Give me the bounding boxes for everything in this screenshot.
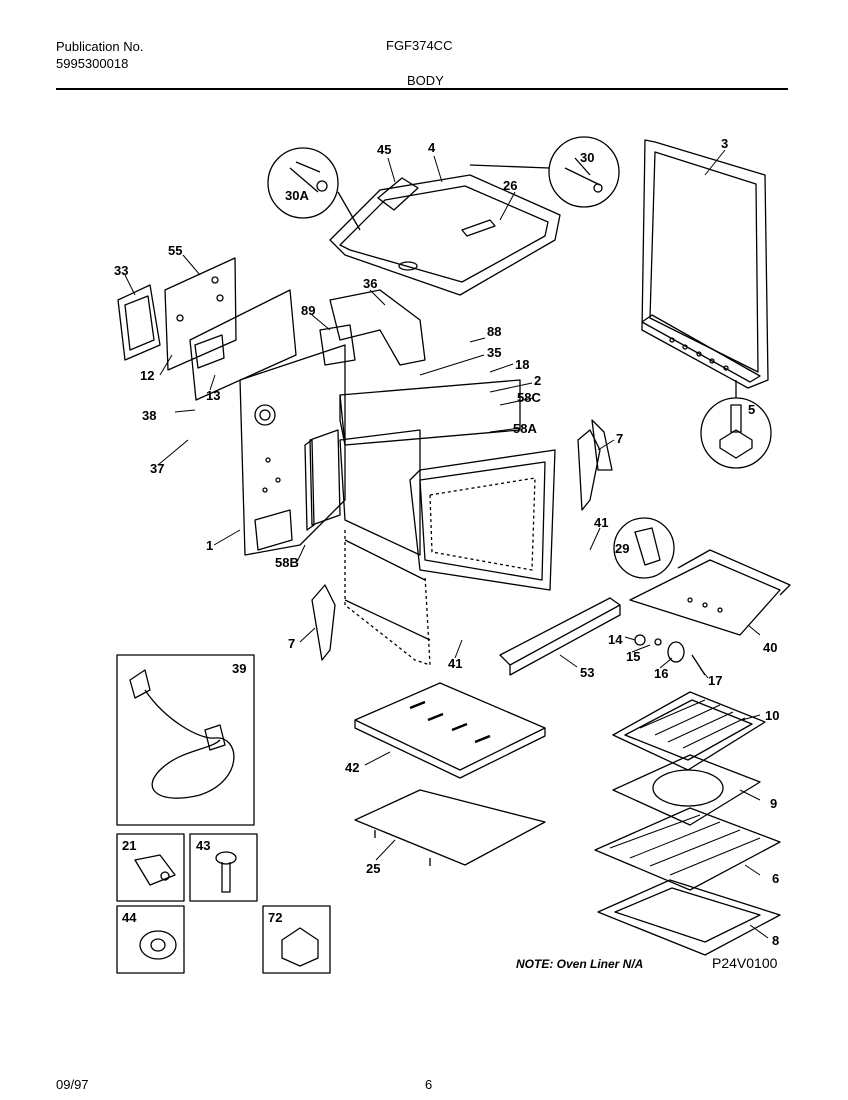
label-13: 13	[206, 388, 220, 403]
leader-lines	[124, 149, 769, 939]
label-21: 21	[122, 838, 136, 853]
label-14: 14	[608, 632, 623, 647]
callout-30	[469, 136, 620, 208]
label-41-lower: 41	[448, 656, 462, 671]
label-29: 29	[615, 541, 629, 556]
side-panel-part	[641, 139, 769, 389]
label-42: 42	[345, 760, 359, 775]
side-trim-part	[311, 419, 613, 661]
oven-liner-note: NOTE: Oven Liner N/A	[516, 957, 644, 971]
footer-date: 09/97	[56, 1077, 89, 1092]
label-5: 5	[748, 402, 755, 417]
callout-30a	[267, 147, 361, 231]
part-box-44	[116, 905, 185, 974]
label-2: 2	[534, 373, 541, 388]
publication-number: 5995300018	[56, 56, 129, 71]
callout-29	[613, 517, 675, 579]
label-8: 8	[772, 933, 779, 948]
leveling-leg-callout	[700, 380, 772, 469]
part-box-21	[116, 833, 185, 902]
label-58b: 58B	[275, 555, 299, 570]
kick-plate-part	[499, 597, 621, 676]
label-36: 36	[363, 276, 377, 291]
top-panel-part	[329, 174, 561, 296]
label-10: 10	[765, 708, 779, 723]
label-6: 6	[772, 871, 779, 886]
oven-bottom-part	[354, 682, 546, 866]
label-15: 15	[626, 649, 640, 664]
label-17: 17	[708, 673, 722, 688]
label-33: 33	[114, 263, 128, 278]
label-44: 44	[122, 910, 137, 925]
label-16: 16	[654, 666, 668, 681]
rear-panel-part	[117, 257, 237, 371]
drawing-code: P24V0100	[712, 955, 778, 971]
label-26: 26	[503, 178, 517, 193]
label-38: 38	[142, 408, 156, 423]
part-box-72	[262, 905, 331, 974]
label-58c: 58C	[517, 390, 541, 405]
label-7-lower: 7	[288, 636, 295, 651]
label-30: 30	[580, 150, 594, 165]
label-18: 18	[515, 357, 529, 372]
label-89: 89	[301, 303, 315, 318]
label-72: 72	[268, 910, 282, 925]
label-55: 55	[168, 243, 182, 258]
label-39: 39	[232, 661, 246, 676]
publication-label: Publication No.	[56, 39, 144, 54]
label-4: 4	[428, 140, 436, 155]
model-number: FGF374CC	[386, 38, 453, 53]
oven-cavity-part	[339, 379, 556, 666]
header-rule	[56, 88, 788, 90]
left-side-panel-part	[239, 344, 346, 556]
label-30a: 30A	[285, 188, 309, 203]
label-12: 12	[140, 368, 154, 383]
label-45: 45	[377, 142, 391, 157]
label-88: 88	[487, 324, 501, 339]
label-53: 53	[580, 665, 594, 680]
label-43: 43	[196, 838, 210, 853]
back-wall-part	[189, 289, 426, 401]
label-58a: 58A	[513, 421, 537, 436]
label-7-upper: 7	[616, 431, 623, 446]
label-3: 3	[721, 136, 728, 151]
label-25: 25	[366, 861, 380, 876]
part-labels: 45 4 30 3 30A 26 55 33 36 89 88 35 18 2 …	[114, 136, 779, 948]
oven-racks-part	[594, 691, 781, 956]
label-40: 40	[763, 640, 777, 655]
page-number: 6	[425, 1077, 433, 1092]
part-box-43	[189, 833, 258, 902]
label-37: 37	[150, 461, 164, 476]
section-title: BODY	[407, 73, 444, 88]
broiler-drawer-part	[629, 549, 791, 636]
knob-parts	[634, 634, 706, 676]
label-41-upper: 41	[594, 515, 608, 530]
label-35: 35	[487, 345, 501, 360]
label-9: 9	[770, 796, 777, 811]
label-1: 1	[206, 538, 213, 553]
power-cord-box	[116, 654, 255, 826]
